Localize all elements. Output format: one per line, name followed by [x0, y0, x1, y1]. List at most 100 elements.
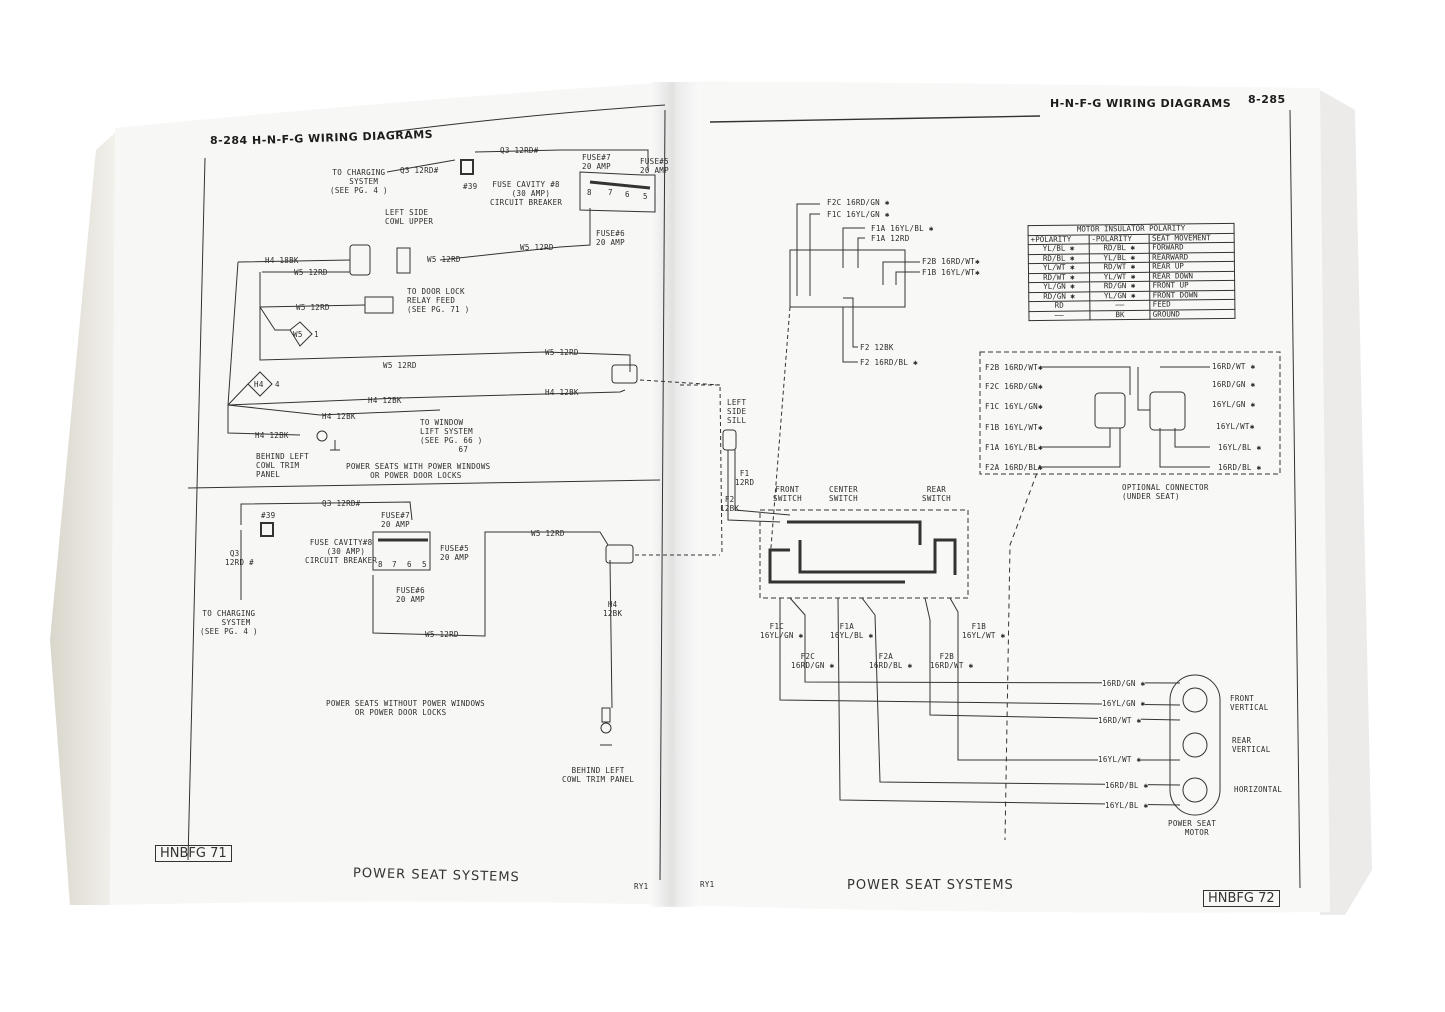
center-switch-label: CENTER SWITCH — [829, 485, 858, 503]
behind-cowl-label: BEHIND LEFT COWL TRIM PANEL — [562, 766, 635, 784]
motor-wire-label: 16RD/WT ✱ — [1098, 716, 1142, 725]
motor-wire-label: 16YL/GN ✱ — [1102, 699, 1146, 708]
right-footer-ref: RY1 — [700, 880, 715, 889]
fuse-cavity-label: FUSE CAVITY#8 (30 AMP) CIRCUIT BREAKER — [305, 538, 378, 565]
diagram-caption: POWER SEATS WITH POWER WINDOWS OR POWER … — [346, 462, 491, 480]
to-charging-label: TO CHARGING SYSTEM (SEE PG. 4 ) — [330, 168, 388, 195]
connector-right-label: 16RD/GN ✱ — [1212, 380, 1256, 389]
left-side-cowl-label: LEFT SIDE COWL UPPER — [385, 208, 434, 226]
wire-label: F1A 16YL/BL ✱ — [830, 622, 874, 640]
fuse-cavity-label: FUSE CAVITY #8 (30 AMP) CIRCUIT BREAKER — [490, 180, 563, 207]
w5-wire-label: W5 12RD — [425, 630, 459, 639]
front-switch-label: FRONT SWITCH — [773, 485, 802, 503]
w5-wire-label: W5 12RD — [545, 348, 579, 357]
diagram-caption: POWER SEATS WITHOUT POWER WINDOWS OR POW… — [326, 699, 485, 717]
wire-label: F1B 16YL/WT✱ — [922, 268, 980, 277]
wire-label: F1A 16YL/BL ✱ — [871, 224, 934, 233]
connector-left-label: F2C 16RD/GN✱ — [985, 382, 1043, 391]
connector-right-label: 16RD/BL ✱ — [1218, 463, 1262, 472]
w5-wire-label: W5 12RD — [383, 361, 417, 370]
fuse7-label: FUSE#7 20 AMP — [582, 153, 611, 171]
connector-right-label: 16YL/BL ✱ — [1218, 443, 1262, 452]
right-footer-code: HNBFG 72 — [1203, 890, 1280, 907]
motor-wire-label: 16RD/BL ✱ — [1105, 781, 1149, 790]
fuse7-label: FUSE#7 20 AMP — [381, 511, 410, 529]
wire-label: F2C 16RD/GN ✱ — [827, 198, 890, 207]
connector-right-label: 16YL/GN ✱ — [1212, 400, 1256, 409]
left-page-number: 8-284 — [210, 134, 248, 147]
w5-diamond-label: W5 — [293, 330, 303, 339]
connector-left-label: F2A 16RD/BL✱ — [985, 463, 1043, 472]
wire-label: F1A 12RD — [871, 234, 910, 243]
w5-wire-label: W5 12RD — [427, 255, 461, 264]
fuse-pin: 7 — [392, 560, 397, 569]
fuse-pin: 8 — [378, 560, 383, 569]
connector-left-label: F2B 16RD/WT✱ — [985, 363, 1043, 372]
wire-label: F1B 16YL/WT ✱ — [962, 622, 1006, 640]
wire-label: F1C 16YL/GN ✱ — [760, 622, 804, 640]
door-lock-label: TO DOOR LOCK RELAY FEED (SEE PG. 71 ) — [407, 287, 470, 314]
right-page-stack-edge — [1320, 90, 1372, 915]
w5-wire-label: W5 12RD — [294, 268, 328, 277]
h4-wire-label: H4 12BK — [603, 600, 623, 618]
left-side-sill-label: LEFT SIDE SILL — [727, 398, 747, 425]
behind-cowl-label: BEHIND LEFT COWL TRIM PANEL — [256, 452, 309, 479]
fuse5-label: FUSE#5 20 AMP — [440, 544, 469, 562]
right-page-number: 8-285 — [1248, 93, 1286, 106]
front-vertical-label: FRONT VERTICAL — [1230, 694, 1269, 712]
connector-left-label: F1C 16YL/GN✱ — [985, 402, 1043, 411]
h4-wire-label: H4 12BK — [368, 396, 402, 405]
wire-label: F2C 16RD/GN ✱ — [791, 652, 835, 670]
to-charging-label: TO CHARGING SYSTEM (SEE PG. 4 ) — [200, 609, 258, 636]
f1-label: F1 12RD — [735, 469, 755, 487]
fuse-pin: 6 — [625, 190, 630, 199]
right-page — [672, 81, 1330, 913]
h4-diamond-ref: 4 — [275, 380, 280, 389]
fuse-pin: 7 — [608, 188, 613, 197]
h4-18bk-label: H4 18BK — [265, 256, 299, 265]
h4-wire-label: H4 12BK — [545, 388, 579, 397]
q3-wire-label: Q3 12RD# — [500, 146, 539, 155]
f2-label: F2 12BK — [720, 495, 740, 513]
horizontal-label: HORIZONTAL — [1234, 785, 1283, 794]
rear-vertical-label: REAR VERTICAL — [1232, 736, 1271, 754]
power-seat-motor-label: POWER SEAT MOTOR — [1168, 819, 1217, 837]
wire-label: F2 16RD/BL ✱ — [860, 358, 918, 367]
fuse-pin: 6 — [407, 560, 412, 569]
motor-wire-label: 16YL/BL ✱ — [1105, 801, 1149, 810]
left-page-stack-edge — [50, 130, 120, 905]
splice-39-label: #39 — [463, 182, 478, 191]
right-page-header-title: H-N-F-G WIRING DIAGRAMS — [1050, 97, 1232, 110]
connector-right-label: 16RD/WT ✱ — [1212, 362, 1256, 371]
connector-left-label: F1B 16YL/WT✱ — [985, 423, 1043, 432]
q3-wire-label: Q3 12RD# — [322, 499, 361, 508]
fuse-pin: 8 — [587, 188, 592, 197]
q3-vertical-label: Q3 12RD # — [225, 549, 254, 567]
optional-connector-caption: OPTIONAL CONNECTOR (UNDER SEAT) — [1122, 483, 1209, 501]
wire-label: F1C 16YL/GN ✱ — [827, 210, 890, 219]
fuse5-label: FUSE#5 20 AMP — [640, 157, 669, 175]
h4-diamond-label: H4 — [254, 380, 264, 389]
wire-label: F2A 16RD/BL ✱ — [869, 652, 913, 670]
w5-diamond-ref: 1 — [314, 330, 319, 339]
w5-wire-label: W5 12RD — [296, 303, 330, 312]
connector-right-label: 16YL/WT✱ — [1216, 422, 1255, 431]
rear-switch-label: REAR SWITCH — [922, 485, 951, 503]
fuse-pin: 5 — [643, 192, 648, 201]
wire-label: F2 12BK — [860, 343, 894, 352]
w5-wire-label: W5 12RD — [520, 243, 554, 252]
motor-polarity-table: MOTOR INSULATOR POLARITY +POLARITY-POLAR… — [1028, 223, 1236, 321]
motor-wire-label: 16RD/GN ✱ — [1102, 679, 1146, 688]
wire-label: F2B 16RD/WT ✱ — [930, 652, 974, 670]
left-page — [110, 82, 678, 905]
q3-wire-label: Q3 12RD# — [400, 166, 439, 175]
w5-wire-label: W5 12RD — [531, 529, 565, 538]
h4-wire-label: H4 12BK — [255, 431, 289, 440]
wire-label: F2B 16RD/WT✱ — [922, 257, 980, 266]
left-footer-ref: RY1 — [634, 882, 649, 891]
fuse-pin: 5 — [422, 560, 427, 569]
fuse6-label: FUSE#6 20 AMP — [396, 586, 425, 604]
h4-wire-label: H4 12BK — [322, 412, 356, 421]
